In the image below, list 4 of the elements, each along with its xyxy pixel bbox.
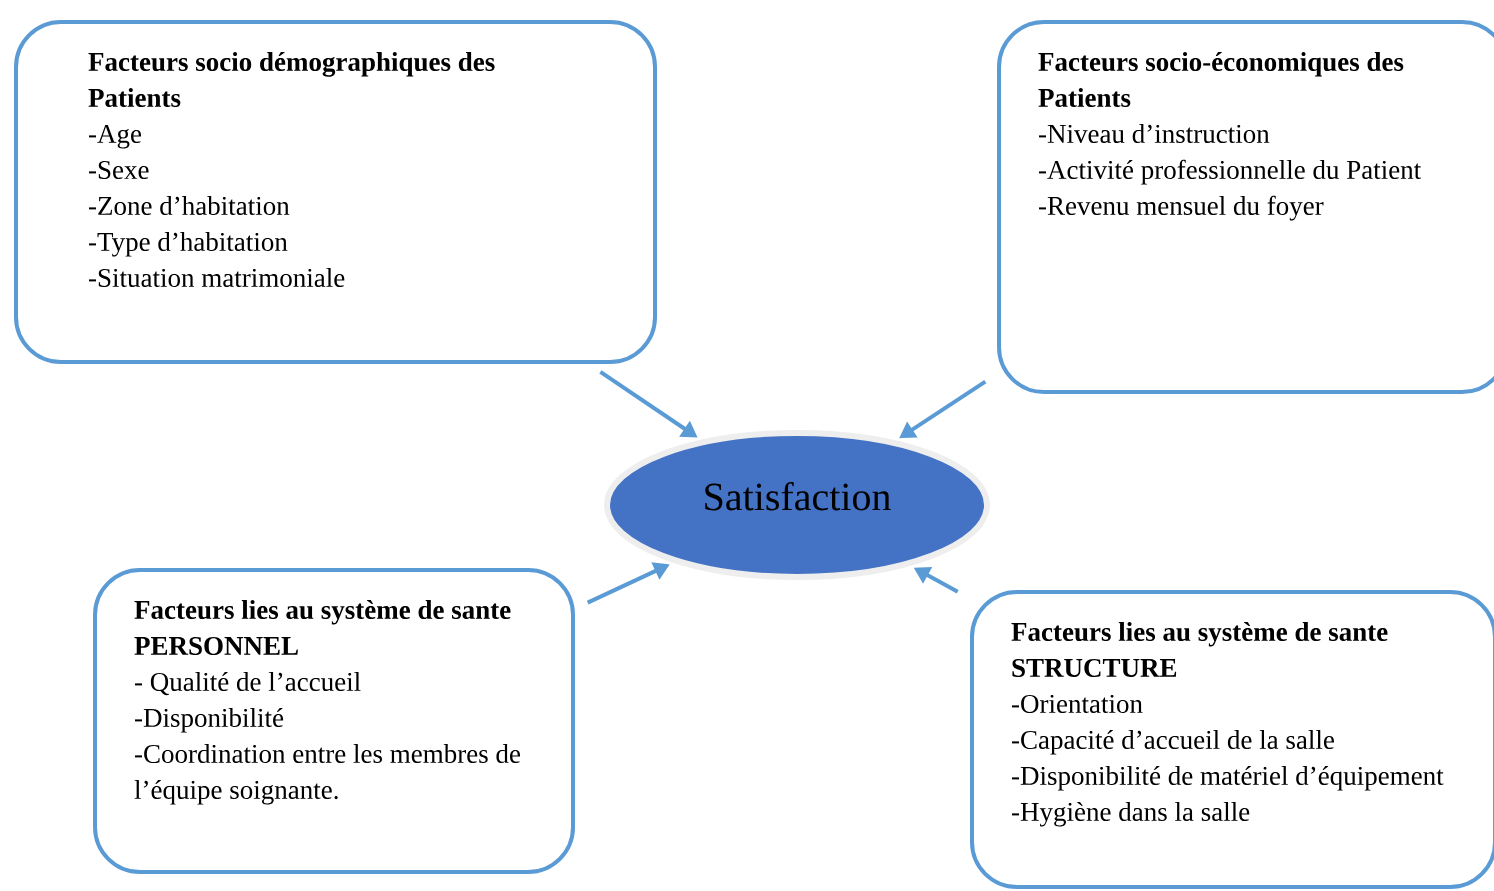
text-box: Facteurs lies au système de sante STRUCTURE -Orientation -Capacité d’accueil de la salle -Disponibilité de matériel d’équipement -Hygiène dans la salle bbox=[970, 590, 1494, 889]
text-box: Facteurs socio démographiques des Patients -Age -Sexe -Zone d’habitation -Type d’habitation -Situation matrimoniale bbox=[14, 20, 657, 364]
text-box: Facteurs socio-économiques des Patients -Niveau d’instruction -Activité professionnelle du Patient -Revenu mensuel du foyer bbox=[997, 20, 1494, 394]
text-box: Facteurs lies au système de sante PERSONNEL - Qualité de l’accueil -Disponibilité -Coordination entre les membres de l’équipe soignante. bbox=[93, 568, 575, 874]
